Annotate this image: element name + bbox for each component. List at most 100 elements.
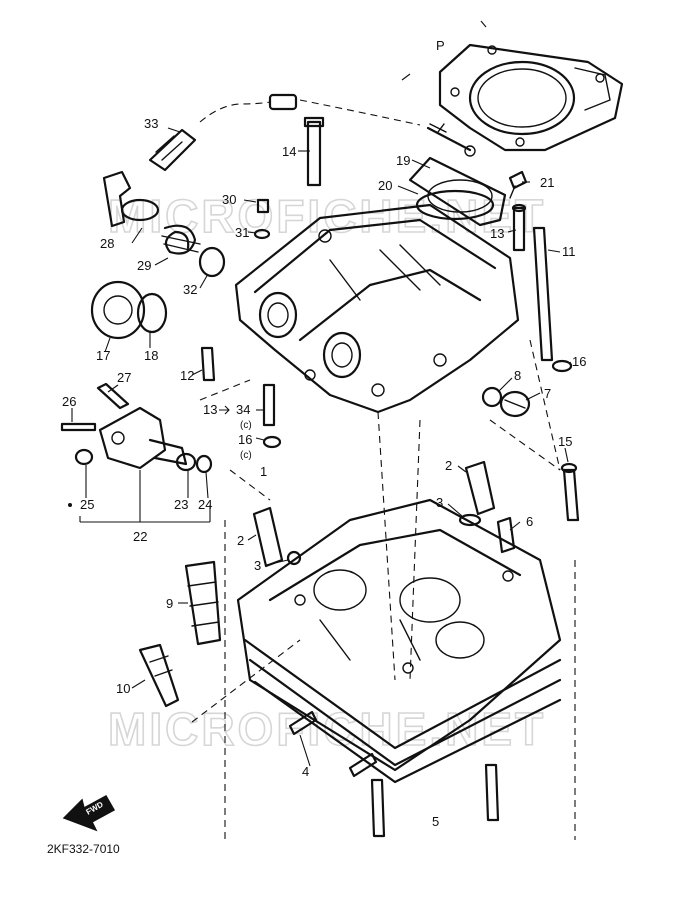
leader	[154, 257, 169, 266]
watermark-bottom: MICROFICHE.NET	[108, 703, 546, 755]
callout-34: 34	[236, 402, 250, 417]
callout-2b: 2	[237, 533, 244, 548]
gasket-p	[438, 43, 624, 152]
mark	[480, 20, 487, 28]
align-line	[191, 639, 301, 723]
bracket-22	[79, 470, 211, 523]
leader	[104, 337, 111, 353]
cylinder-head	[236, 498, 562, 784]
mark	[401, 73, 411, 81]
leader	[167, 127, 181, 133]
leader	[569, 361, 573, 367]
spring-29	[161, 224, 201, 255]
spark-plug-10	[138, 643, 180, 708]
bolt-27	[96, 382, 130, 410]
callout-22: 22	[133, 529, 147, 544]
callout-30: 30	[222, 192, 236, 207]
dowel-4a	[288, 710, 318, 736]
callout-16a: 16	[572, 354, 586, 369]
tensioner-assembly	[98, 406, 188, 470]
stud-5b	[484, 763, 500, 822]
callout-24: 24	[198, 497, 212, 512]
leader	[131, 227, 143, 244]
breather-hose	[199, 93, 476, 157]
cap-32	[198, 246, 226, 278]
leader	[205, 471, 209, 499]
washer-25	[74, 448, 94, 466]
callout-26: 26	[62, 394, 76, 409]
callout-20: 20	[378, 178, 392, 193]
callout-15: 15	[558, 434, 572, 449]
callout-32: 32	[183, 282, 197, 297]
callout-33: 33	[144, 116, 158, 131]
washer-31	[253, 228, 271, 240]
breather-fitting-33	[102, 128, 197, 228]
callout-4: 4	[302, 764, 309, 779]
callout-16b: 16	[238, 432, 252, 447]
callout-12: 12	[180, 368, 194, 383]
callout-1: 1	[260, 464, 267, 479]
callout-10: 10	[116, 681, 130, 696]
leader	[299, 734, 311, 767]
leader	[265, 559, 289, 566]
leader	[247, 231, 257, 234]
drawing-code: 2KF332-7010	[47, 842, 120, 856]
callout-c2: (c)	[240, 450, 252, 461]
dowel-6	[496, 516, 516, 554]
align-line	[229, 469, 271, 501]
leader	[411, 159, 431, 169]
callout-13b: 13	[203, 402, 217, 417]
leader	[525, 392, 541, 401]
o-ring-18	[136, 292, 168, 334]
bolt-13-top	[511, 203, 527, 252]
callout-17: 17	[96, 348, 110, 363]
callout-18: 18	[144, 348, 158, 363]
stud-11	[532, 226, 554, 362]
valve-guide-2a	[464, 460, 496, 516]
o-ring-8	[481, 386, 503, 408]
bolt-12	[200, 346, 216, 382]
callout-21: 21	[540, 175, 554, 190]
arrow-13-34	[219, 405, 230, 415]
plug-7	[499, 390, 531, 418]
callout-5: 5	[432, 814, 439, 829]
bolt-26	[60, 422, 97, 432]
bolt-14	[303, 116, 325, 187]
callout-7: 7	[544, 386, 551, 401]
leader	[243, 199, 257, 203]
callout-2a: 2	[445, 458, 452, 473]
fwd-arrow-icon: FWD	[62, 794, 116, 832]
bolt-34	[262, 383, 276, 427]
plug-24	[195, 454, 213, 474]
callout-6: 6	[526, 514, 533, 529]
leader	[255, 437, 265, 441]
bolt-15	[560, 462, 580, 522]
leader	[199, 273, 209, 289]
callout-P: P	[436, 38, 445, 53]
align-line	[409, 419, 421, 681]
leader	[447, 503, 463, 517]
callout-11: 11	[562, 244, 576, 259]
callout-23: 23	[174, 497, 188, 512]
leader	[457, 465, 467, 473]
o-ring-23	[175, 452, 197, 472]
callout-8: 8	[514, 368, 521, 383]
leader	[131, 679, 146, 689]
clip-3a	[458, 513, 482, 527]
head-cover	[234, 203, 520, 414]
valve-guide-2b	[252, 506, 284, 568]
callout-19: 19	[396, 153, 410, 168]
clip-3b	[286, 550, 302, 566]
callout-c1: (c)	[240, 420, 252, 431]
leader	[509, 521, 521, 531]
callout-9: 9	[166, 596, 173, 611]
leader	[564, 447, 569, 463]
sleeve-9	[184, 560, 222, 646]
leader	[507, 229, 517, 233]
dowel-4b	[348, 752, 378, 778]
leader	[107, 384, 119, 393]
leader	[191, 369, 203, 376]
leader	[547, 249, 561, 253]
